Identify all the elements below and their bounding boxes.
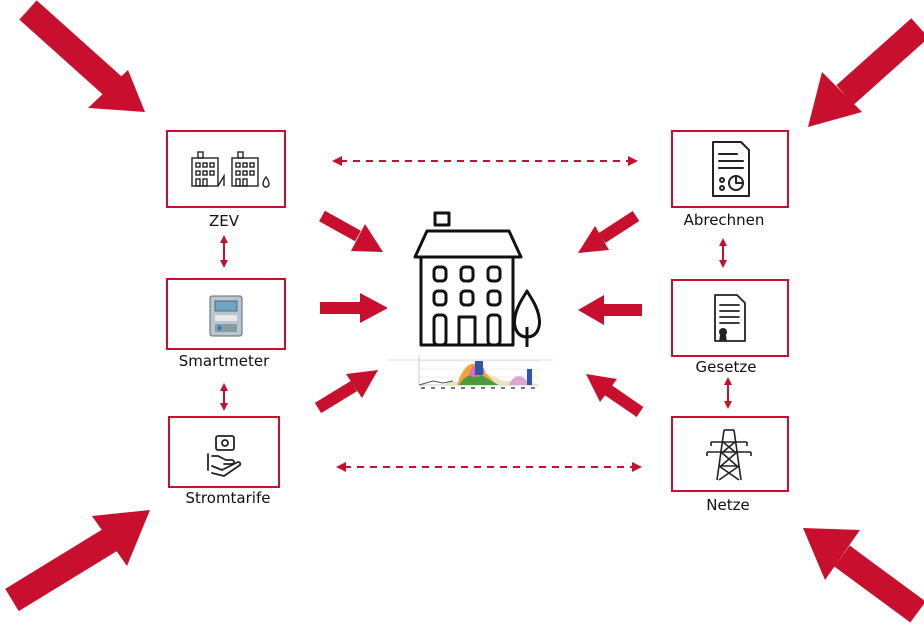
energy-profile-chart-icon: [418, 355, 539, 389]
zev-label: ZEV: [208, 212, 240, 230]
corner-arrow-bottom-left: [5, 510, 150, 612]
link-zev-smartmeter: [220, 235, 228, 268]
money-hand-icon: [207, 435, 242, 477]
power-pylon-icon: [706, 429, 752, 481]
abrechnen-label: Abrechnen: [683, 211, 765, 229]
buildings-icon: [191, 151, 270, 188]
arrow-abrechnen-to-center: [578, 210, 640, 253]
invoice-icon: [712, 141, 750, 197]
gesetze-label: Gesetze: [695, 358, 757, 376]
stromtarife-label: Stromtarife: [185, 489, 271, 507]
smart-meter-icon: [209, 295, 243, 337]
node-stromtarife: [168, 416, 280, 488]
corner-arrow-top-left: [19, 0, 145, 112]
node-smartmeter: [166, 278, 286, 350]
arrow-zev-to-center: [319, 210, 383, 252]
node-gesetze: [671, 279, 789, 357]
link-gesetze-netze: [724, 377, 732, 409]
dashed-link-top: [332, 156, 638, 166]
arrow-gesetze-to-center: [578, 295, 642, 325]
center-house-panel: [387, 197, 553, 397]
node-abrechnen: [671, 130, 789, 208]
certificate-icon: [714, 294, 746, 342]
link-smartmeter-stromtarife: [220, 383, 228, 411]
node-netze: [671, 416, 789, 492]
netze-label: Netze: [706, 496, 750, 514]
arrow-netze-to-center: [586, 374, 644, 417]
node-zev: [166, 130, 286, 208]
arrow-smartmeter-to-center: [320, 293, 388, 323]
dashed-link-bottom: [336, 462, 642, 472]
smartmeter-label: Smartmeter: [178, 352, 270, 370]
house-with-tree-icon: [387, 211, 553, 361]
corner-arrow-top-right: [808, 18, 924, 127]
corner-arrow-bottom-right: [803, 528, 924, 623]
link-abrechnen-gesetze: [719, 238, 727, 268]
arrow-stromtarife-to-center: [314, 370, 378, 414]
